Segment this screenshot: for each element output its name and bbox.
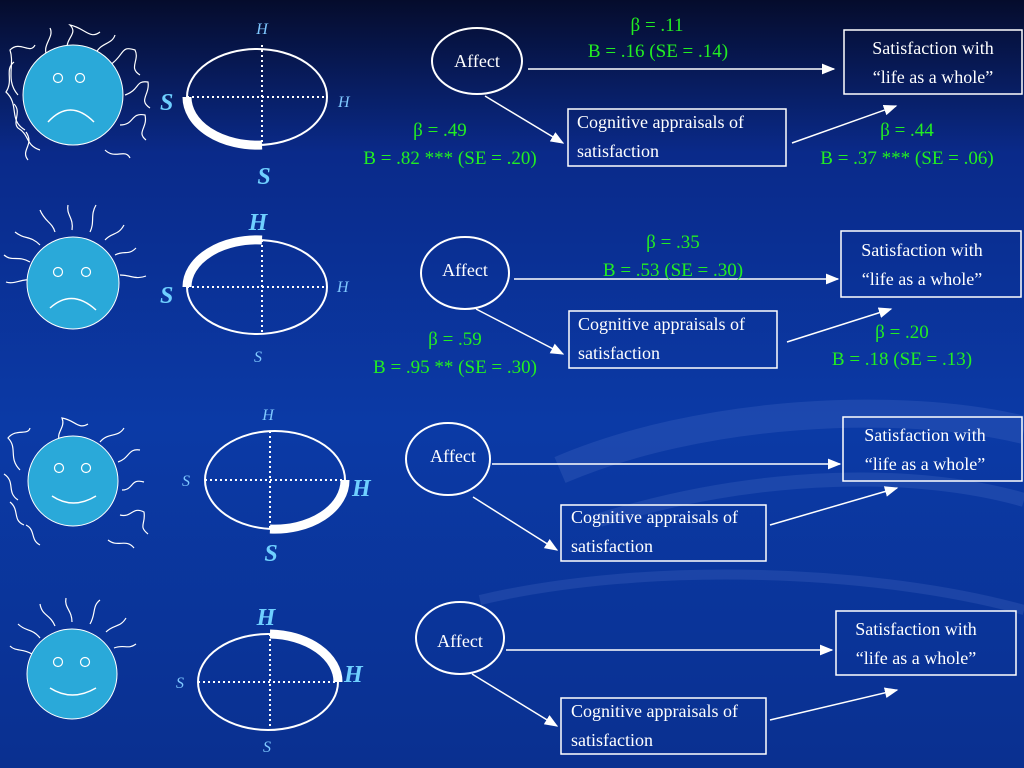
axis-bottom-label: S (257, 164, 270, 190)
affect-label: Affect (437, 631, 483, 651)
direct-b: B = .53 (SE = .30) (603, 260, 743, 281)
arrow-appraisal-outcome (769, 486, 899, 526)
appraisal-label-line1: Cognitive appraisals of (571, 507, 738, 527)
appraisal-box (567, 108, 787, 167)
affect-appraisal-b: B = .95 ** (SE = .30) (373, 357, 537, 378)
path-model: Affect Cognitive appraisals of satisfact… (363, 15, 1023, 169)
direct-beta: β = .35 (646, 232, 700, 253)
axis-right-label: H (343, 662, 364, 688)
appraisal-label-line1: Cognitive appraisals of (571, 701, 738, 721)
outcome-box (842, 416, 1023, 482)
axis-bottom-label: S (264, 541, 277, 567)
affect-node (431, 27, 523, 95)
hs-ellipse-diagram: H H S S (160, 210, 350, 366)
arrow-affect-appraisal (484, 95, 565, 144)
appraisal-box (560, 504, 767, 562)
outcome-label-line2: “life as a whole” (856, 648, 976, 668)
affect-node (415, 601, 505, 675)
sad-face-icon (3, 204, 147, 330)
outcome-label-line2: “life as a whole” (862, 269, 982, 289)
panel-1: H H S S Affect Cognitive appraisals of s… (5, 15, 1023, 190)
outcome-box (843, 29, 1023, 95)
outcome-label-line1: Satisfaction with (861, 240, 982, 260)
appraisal-outcome-beta: β = .44 (880, 120, 934, 141)
happy-face-icon (3, 417, 149, 549)
hs-ellipse-diagram: H H S S (176, 605, 364, 756)
arrow-affect-appraisal (471, 673, 559, 727)
direct-beta: β = .11 (631, 15, 684, 36)
arrow-affect-appraisal (472, 496, 559, 551)
affect-appraisal-beta: β = .59 (428, 329, 482, 350)
highlight-arc (269, 629, 343, 683)
arrow-appraisal-outcome (769, 687, 899, 721)
hs-ellipse-diagram: H H S S (182, 407, 372, 567)
panel-2: H H S S Affect Cognitive appraisals of s… (3, 204, 1022, 378)
outcome-label-line1: Satisfaction with (864, 425, 985, 445)
path-model: Affect Cognitive appraisals of satisfact… (373, 230, 1022, 378)
arrow-appraisal-outcome (786, 307, 893, 343)
outcome-label-line2: “life as a whole” (873, 67, 993, 87)
appraisal-label-line2: satisfaction (577, 141, 659, 161)
background-swirls (478, 399, 1024, 615)
outcome-label-line2: “life as a whole” (865, 454, 985, 474)
axis-top-label: H (255, 21, 269, 38)
appraisal-label-line1: Cognitive appraisals of (577, 112, 744, 132)
axis-right-label: H (351, 476, 372, 502)
axis-left-label: S (160, 90, 173, 116)
spiky-hair-icon (3, 204, 147, 284)
axis-right-label: H (337, 94, 351, 111)
affect-label: Affect (454, 51, 500, 71)
affect-node (405, 422, 491, 496)
axis-top-label: H (261, 407, 275, 424)
axis-left-label: S (176, 675, 184, 692)
panel-4: H H S S Affect Cognitive appraisals of s… (9, 597, 1017, 756)
axis-bottom-label: S (254, 349, 262, 366)
highlight-arc (182, 235, 263, 288)
highlight-arc (269, 479, 350, 534)
axis-top-label: H (248, 210, 269, 236)
curly-hair-icon (5, 24, 151, 161)
sad-face-icon (5, 24, 151, 161)
affect-node (420, 236, 510, 310)
appraisal-label-line2: satisfaction (571, 536, 653, 556)
happy-face-icon (9, 597, 137, 720)
axis-top-label: H (256, 605, 277, 631)
affect-label: Affect (430, 446, 476, 466)
axis-left-label: S (160, 283, 173, 309)
appraisal-label-line1: Cognitive appraisals of (578, 314, 745, 334)
direct-b: B = .16 (SE = .14) (588, 41, 728, 62)
affect-appraisal-beta: β = .49 (413, 120, 467, 141)
curly-hair-icon (3, 417, 149, 549)
outcome-label-line1: Satisfaction with (855, 619, 976, 639)
panel-3: H H S S Affect Cognitive appraisals of s… (3, 407, 1023, 567)
path-model: Affect Cognitive appraisals of satisfact… (415, 601, 1017, 755)
path-model: Affect Cognitive appraisals of satisfact… (405, 416, 1023, 562)
hs-ellipse-diagram: H H S S (160, 21, 351, 190)
appraisal-outcome-b: B = .18 (SE = .13) (832, 349, 972, 370)
outcome-box (840, 230, 1022, 298)
highlight-arc (182, 96, 263, 150)
axis-left-label: S (182, 473, 190, 490)
affect-appraisal-b: B = .82 *** (SE = .20) (363, 148, 536, 169)
spiky-hair-icon (9, 597, 137, 655)
axis-bottom-label: S (263, 739, 271, 756)
appraisal-box (568, 310, 778, 369)
appraisal-label-line2: satisfaction (571, 730, 653, 750)
axis-right-label: H (336, 279, 350, 296)
appraisal-label-line2: satisfaction (578, 343, 660, 363)
outcome-label-line1: Satisfaction with (872, 38, 993, 58)
appraisal-outcome-b: B = .37 *** (SE = .06) (820, 148, 993, 169)
arrow-affect-appraisal (475, 308, 565, 355)
affect-label: Affect (442, 260, 488, 280)
appraisal-outcome-beta: β = .20 (875, 322, 929, 343)
outcome-box (835, 610, 1017, 676)
arrow-appraisal-outcome (791, 104, 898, 144)
appraisal-box (560, 697, 767, 755)
